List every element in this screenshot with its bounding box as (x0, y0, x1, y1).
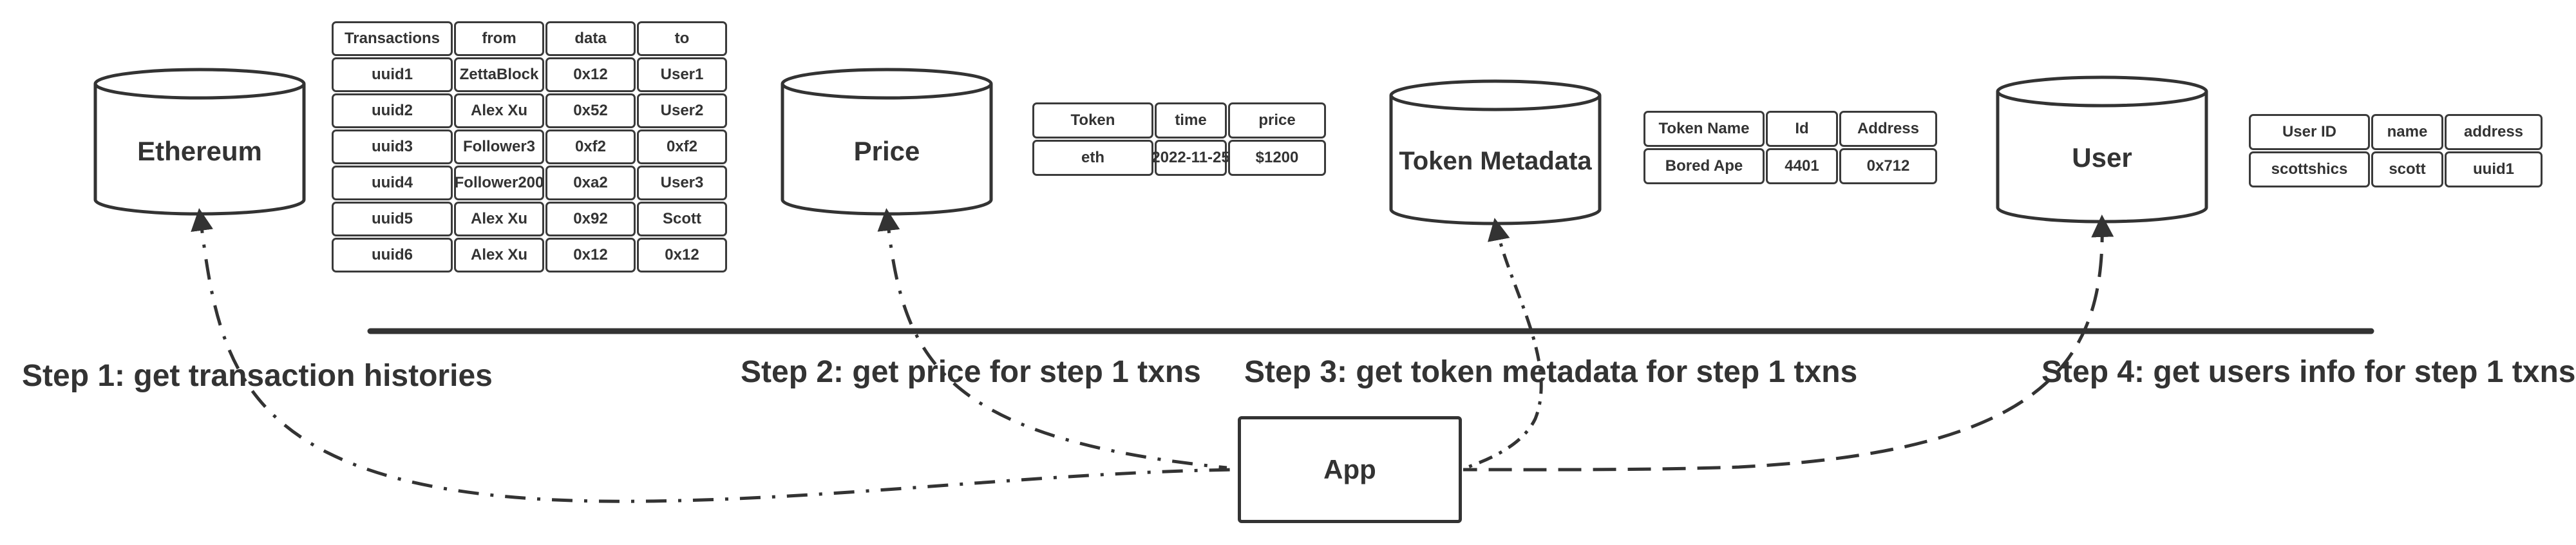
table-cell: 0xa2 (545, 166, 636, 200)
user-database-icon (1996, 75, 2208, 224)
table-header-cell: Token (1032, 102, 1153, 139)
table-cell: scott (2371, 151, 2443, 187)
table-cell: User1 (637, 57, 727, 92)
table-cell: Follower200 (454, 166, 544, 200)
step-4-label: Step 4: get users info for step 1 txns (2041, 355, 2576, 389)
step-3-label: Step 3: get token metadata for step 1 tx… (1244, 355, 1858, 389)
table-cell: 0x12 (545, 57, 636, 92)
table-cell: Alex Xu (454, 93, 544, 128)
table-header-cell: Transactions (332, 21, 453, 56)
table-header-cell: to (637, 21, 727, 56)
table-header-cell: data (545, 21, 636, 56)
table-header-cell: time (1155, 102, 1227, 139)
token-metadata-to-app-connector (1462, 218, 1543, 471)
table-cell: uuid6 (332, 238, 453, 272)
table-header-cell: Address (1839, 111, 1937, 147)
table-cell: 0x92 (545, 202, 636, 236)
table-header-cell: from (454, 21, 544, 56)
table-cell: Alex Xu (454, 238, 544, 272)
user-database-label: User (2072, 142, 2132, 173)
table-cell: uuid3 (332, 129, 453, 164)
ethereum-to-app-connector (191, 208, 1238, 503)
table-cell: 0x12 (637, 238, 727, 272)
table-header-cell: User ID (2249, 114, 2370, 150)
table-cell: 0xf2 (637, 129, 727, 164)
price-to-app-connector (877, 208, 1227, 470)
table-cell: 0x12 (545, 238, 636, 272)
app-box: App (1238, 416, 1462, 523)
table-header-cell: address (2445, 114, 2543, 150)
table-cell: uuid5 (332, 202, 453, 236)
table-header-cell: Id (1766, 111, 1838, 147)
table-cell: Alex Xu (454, 202, 544, 236)
table-cell: uuid4 (332, 166, 453, 200)
ethereum-database-label: Ethereum (137, 136, 262, 166)
table-cell: User2 (637, 93, 727, 128)
price-database-label: Price (853, 136, 920, 166)
table-cell: $1200 (1228, 140, 1326, 176)
token-metadata-database-label: Token Metadata (1399, 146, 1592, 175)
table-header-cell: Token Name (1643, 111, 1765, 147)
table-cell: 2022-11-25 (1151, 140, 1230, 176)
app-label: App (1323, 454, 1376, 484)
price-database-icon (781, 68, 993, 216)
table-header-cell: price (1228, 102, 1326, 139)
table-cell: 4401 (1766, 148, 1838, 184)
table-cell: eth (1032, 140, 1153, 176)
table-cell: 0x712 (1839, 148, 1937, 184)
table-cell: 0xf2 (545, 129, 636, 164)
table-cell: User3 (637, 166, 727, 200)
table-cell: 0x52 (545, 93, 636, 128)
user-to-app-connector (1463, 215, 2114, 472)
step-1-label: Step 1: get transaction histories (22, 359, 493, 393)
table-cell: Follower3 (454, 129, 544, 164)
table-header-cell: name (2371, 114, 2443, 150)
table-cell: uuid1 (332, 57, 453, 92)
table-cell: Bored Ape (1643, 148, 1765, 184)
table-cell: ZettaBlock (454, 57, 544, 92)
table-cell: Scott (637, 202, 727, 236)
table-cell: uuid2 (332, 93, 453, 128)
table-cell: scottshics (2249, 151, 2370, 187)
step-2-label: Step 2: get price for step 1 txns (741, 355, 1201, 389)
table-cell: uuid1 (2445, 151, 2543, 187)
